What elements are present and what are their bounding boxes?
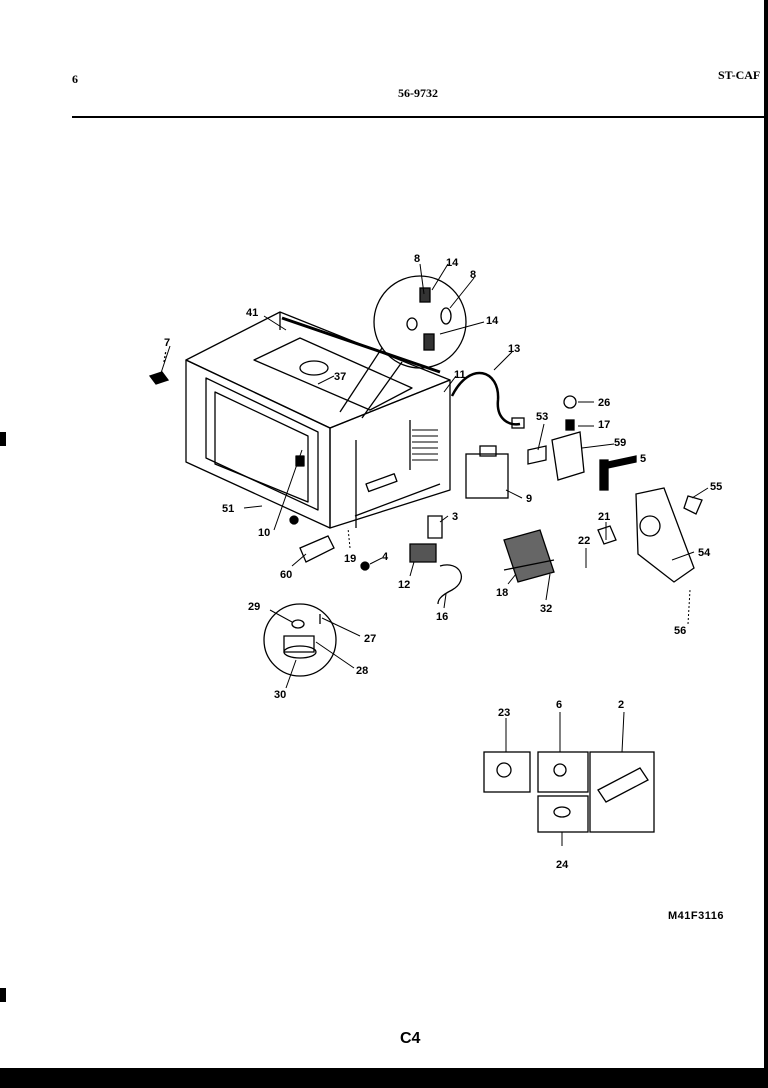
- detail-circle-upper: [339, 275, 467, 419]
- callout-23: 23: [498, 707, 510, 719]
- callout-11: 11: [454, 369, 466, 381]
- callout-2: 2: [618, 699, 624, 711]
- drawing-code: M41F3116: [668, 910, 724, 922]
- callout-41: 41: [246, 307, 258, 319]
- callout-13: 13: [508, 343, 520, 355]
- model-number: 56-9732: [398, 86, 438, 100]
- cabinet-right-side: [329, 379, 451, 529]
- callout-56: 56: [674, 625, 686, 637]
- callout-19: 19: [344, 553, 356, 565]
- header-right-code: ST-CAF: [718, 68, 761, 82]
- page-label: C4: [400, 1030, 421, 1047]
- callout-26: 26: [598, 397, 610, 409]
- scan-edge-mark: [0, 432, 6, 446]
- loose-parts: [148, 349, 703, 605]
- callout-8: 8: [470, 269, 476, 281]
- callout-53: 53: [536, 411, 548, 423]
- callout-37: 37: [334, 371, 346, 383]
- callout-9: 9: [526, 493, 532, 505]
- callout-60: 60: [280, 569, 292, 581]
- scan-edge-mark: [0, 988, 6, 1002]
- callout-27: 27: [364, 633, 376, 645]
- microwave-cabinet: [185, 311, 451, 529]
- scan-border-bottom: [0, 1068, 768, 1088]
- callout-22: 22: [578, 535, 590, 547]
- callout-18: 18: [496, 587, 508, 599]
- callout-5: 5: [640, 453, 646, 465]
- inset-parts-boxes: [483, 751, 655, 833]
- callout-14: 14: [486, 315, 499, 327]
- callout-28: 28: [356, 665, 368, 677]
- leader-lines: [159, 263, 709, 846]
- callout-17: 17: [598, 419, 610, 431]
- header-rule: [72, 116, 768, 118]
- callout-51: 51: [222, 503, 234, 515]
- callout-21: 21: [598, 511, 610, 523]
- callout-30: 30: [274, 689, 286, 701]
- callout-12: 12: [398, 579, 410, 591]
- callout-55: 55: [710, 481, 722, 493]
- detail-circle-lower: [263, 603, 337, 677]
- part-callouts: 41 7 8 14 8 14 13 11 37 26 17 53 59 5 55…: [164, 253, 722, 871]
- callout-32: 32: [540, 603, 552, 615]
- callout-3: 3: [452, 511, 458, 523]
- scan-border-right: [764, 0, 768, 1088]
- callout-29: 29: [248, 601, 260, 613]
- callout-59: 59: [614, 437, 626, 449]
- callout-54: 54: [698, 547, 711, 559]
- callout-7: 7: [164, 337, 170, 349]
- page-left-number: 6: [72, 72, 78, 86]
- callout-14: 14: [446, 257, 459, 269]
- callout-8: 8: [414, 253, 420, 265]
- callout-24: 24: [556, 859, 569, 871]
- callout-6: 6: [556, 699, 562, 711]
- callout-16: 16: [436, 611, 448, 623]
- callout-10: 10: [258, 527, 270, 539]
- callout-4: 4: [382, 551, 389, 563]
